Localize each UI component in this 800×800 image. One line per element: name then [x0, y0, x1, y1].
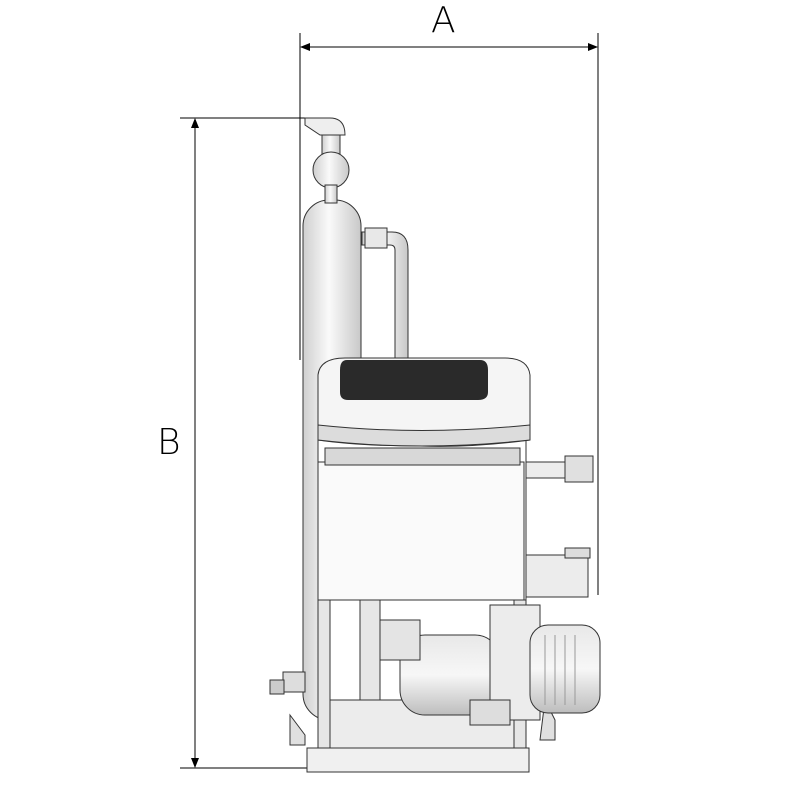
machine: [269, 117, 601, 773]
dimension-a: [299, 33, 599, 595]
dimension-b: [180, 117, 310, 769]
dimension-b-label: B: [157, 422, 181, 463]
dimension-a-label: A: [431, 0, 456, 41]
